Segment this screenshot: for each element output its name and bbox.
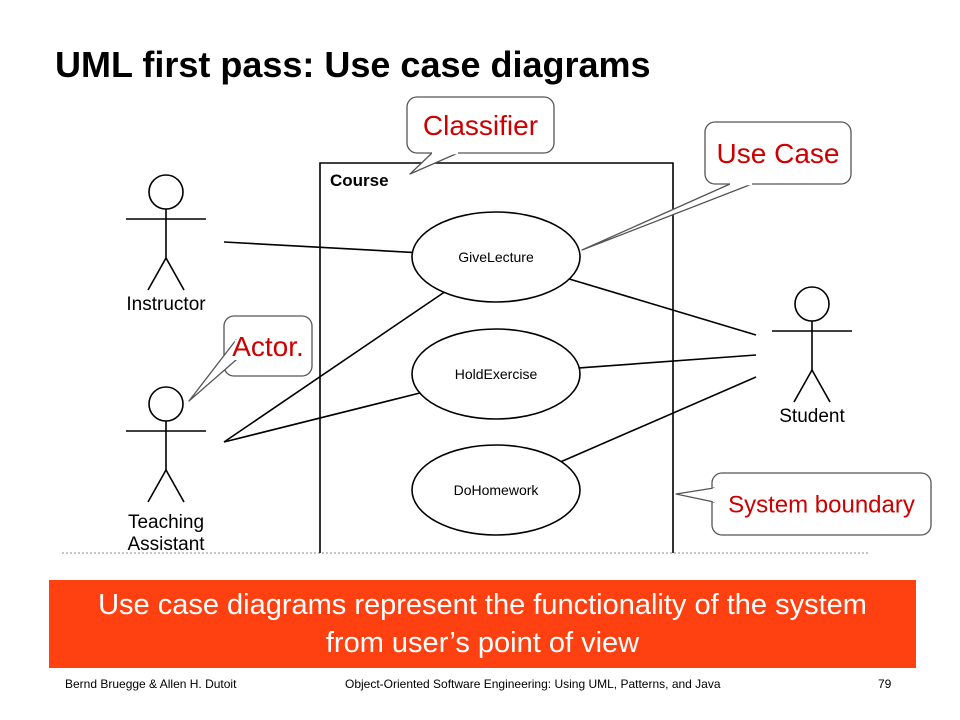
use-case-do-homework	[411, 444, 581, 536]
callout-label: Actor.	[232, 331, 304, 362]
association-teaching-assistant-give-lecture	[223, 291, 445, 443]
use-case-hold-exercise	[411, 328, 581, 420]
association-teaching-assistant-hold-exercise	[223, 392, 421, 443]
actor-right-leg	[165, 257, 185, 291]
association-student-hold-exercise	[579, 354, 757, 369]
callout-classifier: Classifier	[406, 96, 555, 175]
callout-box	[406, 96, 555, 154]
callout-label: System boundary	[728, 492, 915, 519]
actor-left-leg	[147, 469, 167, 503]
actor-label-instructor-0: Instructor	[126, 294, 206, 315]
system-name: Course	[330, 171, 389, 190]
banner-line-2: from user’s point of view	[325, 627, 640, 659]
summary-banner: Use case diagrams represent the function…	[49, 580, 916, 668]
callout-actor: Actor.	[188, 315, 313, 402]
slide-title: UML first pass: Use case diagrams	[55, 44, 651, 85]
actor-right-leg	[165, 469, 185, 503]
footer-authors: Bernd Bruegge & Allen H. Dutoit	[65, 677, 237, 691]
use-case-label-hold-exercise: HoldExercise	[455, 366, 538, 382]
actor-student: Student	[772, 286, 852, 427]
association-instructor-give-lecture	[223, 241, 413, 254]
actor-left-leg	[793, 369, 813, 403]
association-student-do-homework	[560, 376, 757, 463]
use-case-give-lecture	[411, 211, 581, 303]
callout-label: Classifier	[423, 110, 538, 141]
actor-head	[148, 174, 184, 210]
system-boundary-box	[319, 162, 674, 553]
callout-label: Use Case	[717, 138, 840, 169]
footer-book-title: Object-Oriented Software Engineering: Us…	[345, 677, 721, 691]
actor-label-teaching-assistant-0: Teaching	[128, 512, 204, 533]
actor-instructor: Instructor	[126, 174, 206, 315]
callout-system-boundary: System boundary	[675, 472, 932, 536]
actor-head	[794, 286, 830, 322]
callout-tail	[581, 183, 753, 251]
actor-label-student-0: Student	[779, 406, 845, 427]
actor-head	[148, 386, 184, 422]
use-case-label-do-homework: DoHomework	[454, 482, 540, 498]
callout-use-case: Use Case	[581, 121, 852, 251]
footer-page-number: 79	[878, 677, 892, 691]
actor-right-leg	[811, 369, 831, 403]
banner-line-1: Use case diagrams represent the function…	[98, 589, 867, 621]
callout-tail	[675, 487, 715, 503]
actor-label-teaching-assistant-1: Assistant	[127, 534, 205, 555]
callout-box	[711, 472, 932, 536]
association-student-give-lecture	[569, 278, 757, 336]
actor-left-leg	[147, 257, 167, 291]
callout-box	[704, 121, 852, 185]
use-case-label-give-lecture: GiveLecture	[458, 249, 534, 265]
callout-box	[223, 315, 313, 377]
